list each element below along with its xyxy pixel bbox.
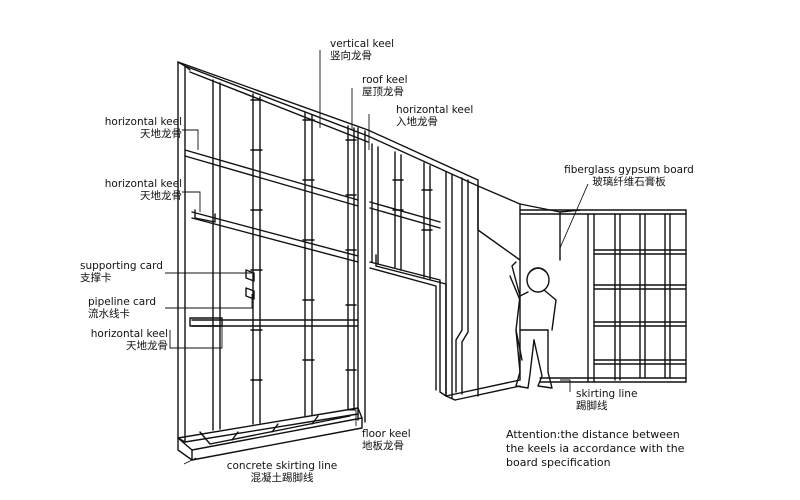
label-horizontal-keel-2: horizontal keel 天地龙骨 bbox=[86, 178, 182, 202]
label-zh: 混凝土踢脚线 bbox=[250, 472, 314, 484]
attention-note: Attention:the distance between the keels… bbox=[506, 428, 684, 470]
door-frame bbox=[369, 143, 447, 397]
label-supporting-card: supporting card 支撑卡 bbox=[80, 260, 163, 284]
label-zh: 流水线卡 bbox=[88, 308, 130, 320]
note-line-3: board specification bbox=[506, 456, 611, 469]
label-skirting-line: skirting line 踢脚线 bbox=[576, 388, 637, 412]
label-vertical-keel: vertical keel 竖向龙骨 bbox=[330, 38, 394, 62]
label-roof-keel: roof keel 屋顶龙骨 bbox=[362, 74, 408, 98]
label-zh: 踢脚线 bbox=[576, 400, 608, 412]
main-wall-frame bbox=[177, 61, 479, 443]
label-zh: 天地龙骨 bbox=[140, 190, 182, 202]
label-en: roof keel bbox=[362, 74, 408, 86]
label-fiberglass-board: fiberglass gypsum board 玻璃纤维石膏板 bbox=[556, 164, 702, 188]
label-en: horizontal keel bbox=[104, 178, 182, 190]
label-zh: 入地龙骨 bbox=[396, 116, 438, 128]
label-zh: 支撑卡 bbox=[80, 272, 112, 284]
vertical-studs bbox=[212, 79, 357, 431]
label-concrete-skirting: concrete skirting line 混凝土踢脚线 bbox=[212, 460, 352, 484]
label-horizontal-keel-ground: horizontal keel 入地龙骨 bbox=[396, 104, 473, 128]
label-en: concrete skirting line bbox=[226, 460, 338, 472]
label-zh: 天地龙骨 bbox=[140, 128, 182, 140]
worker-figure bbox=[509, 261, 557, 389]
label-zh: 地板龙骨 bbox=[362, 440, 404, 452]
label-en: horizontal keel bbox=[396, 104, 474, 116]
label-en: horizontal keel bbox=[104, 116, 182, 128]
label-zh: 屋顶龙骨 bbox=[362, 86, 404, 98]
label-floor-keel: floor keel 地板龙骨 bbox=[362, 428, 411, 452]
label-en: pipeline card bbox=[88, 296, 156, 308]
label-en: floor keel bbox=[362, 428, 411, 440]
note-line-1: Attention:the distance between bbox=[506, 428, 680, 441]
label-pipeline-card: pipeline card 流水线卡 bbox=[88, 296, 156, 320]
leader-lines bbox=[165, 50, 589, 465]
label-horizontal-keel-3: horizontal keel 天地龙骨 bbox=[70, 328, 168, 352]
label-en: skirting line bbox=[576, 388, 638, 400]
horizontal-keels bbox=[184, 149, 359, 327]
far-wall bbox=[519, 209, 687, 383]
label-en: supporting card bbox=[80, 260, 163, 272]
label-en: vertical keel bbox=[330, 38, 395, 50]
note-line-2: the keels ia accordance with the bbox=[506, 442, 685, 455]
side-wall bbox=[445, 171, 581, 401]
label-en: fiberglass gypsum board bbox=[564, 164, 694, 176]
label-zh: 竖向龙骨 bbox=[330, 50, 372, 62]
label-horizontal-keel-1: horizontal keel 天地龙骨 bbox=[86, 116, 182, 140]
label-zh: 天地龙骨 bbox=[126, 340, 168, 352]
label-zh: 玻璃纤维石膏板 bbox=[592, 176, 666, 188]
floor-base bbox=[177, 407, 363, 461]
label-en: horizontal keel bbox=[90, 328, 168, 340]
